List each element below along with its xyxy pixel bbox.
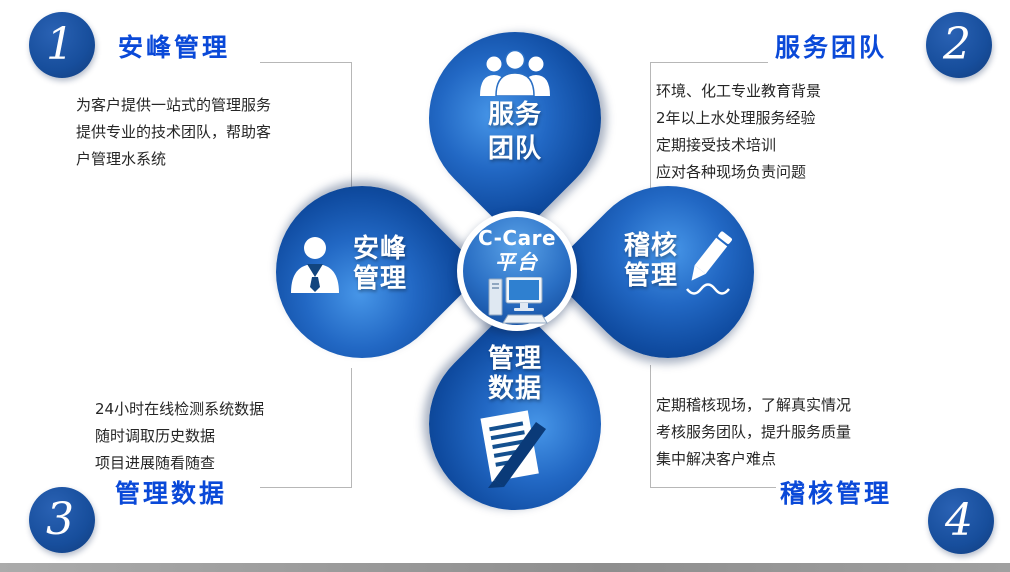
- desc-line: 2年以上水处理服务经验: [656, 109, 816, 127]
- desc-line: 24小时在线检测系统数据: [95, 400, 265, 418]
- corner-circle-2: 2: [926, 12, 992, 78]
- desc-line: 随时调取历史数据: [95, 427, 216, 445]
- connector-line-top-left-v: [351, 62, 352, 195]
- desc-bottom-left: 24小时在线检测系统数据 随时调取历史数据 项目进展随看随查: [95, 396, 264, 477]
- desc-line: 项目进展随看随查: [95, 454, 216, 472]
- desc-line: 集中解决客户难点: [656, 450, 777, 468]
- corner-number-3: 3: [46, 494, 74, 545]
- desc-line: 定期稽核现场，了解真实情况: [656, 396, 852, 414]
- footer-bar: [0, 563, 1010, 572]
- connector-line-top-right-v: [650, 62, 651, 190]
- connector-line-bottom-left-h: [260, 487, 352, 488]
- center-platform-circle: C-Care 平台: [457, 211, 577, 331]
- desc-line: 环境、化工专业教育背景: [656, 82, 822, 100]
- pencil-icon: [686, 231, 732, 295]
- desc-line: 提供专业的技术团队，帮助客: [76, 123, 272, 141]
- desc-top-left: 为客户提供一站式的管理服务 提供专业的技术团队，帮助客 户管理水系统: [76, 92, 271, 173]
- center-subtitle: 平台: [495, 250, 539, 274]
- petal-top-content: 服务 团队: [450, 50, 580, 164]
- petal-top-label-2: 团队: [487, 134, 542, 164]
- corner-circle-3: 3: [29, 487, 95, 553]
- corner-circle-4: 4: [928, 488, 994, 554]
- petal-right-content: 稽核 管理: [624, 231, 737, 299]
- heading-top-left: 安峰管理: [118, 33, 231, 62]
- corner-number-2: 2: [943, 19, 971, 70]
- corner-number-1: 1: [46, 19, 74, 70]
- connector-line-bottom-right-h: [650, 487, 776, 488]
- heading-top-right: 服务团队: [775, 33, 888, 62]
- document-icon: [480, 410, 546, 488]
- center-title: C-Care: [477, 226, 557, 250]
- corner-number-4: 4: [945, 495, 973, 546]
- connector-line-bottom-right-v: [650, 365, 651, 488]
- petal-left-content: 安峰 管理: [286, 234, 407, 294]
- desc-line: 应对各种现场负责问题: [656, 163, 807, 181]
- petal-bottom-content: 管理 数据: [450, 344, 580, 488]
- person-icon: [291, 237, 339, 293]
- desc-line: 定期接受技术培训: [656, 136, 777, 154]
- computer-icon: [488, 277, 548, 324]
- desc-line: 考核服务团队，提升服务质量: [656, 423, 852, 441]
- petal-right-label-2: 管理: [624, 261, 679, 291]
- corner-circle-1: 1: [29, 12, 95, 78]
- petal-left-label-2: 管理: [353, 264, 408, 294]
- team-icon: [480, 50, 550, 96]
- connector-line-top-right-h: [650, 62, 768, 63]
- desc-top-right: 环境、化工专业教育背景 2年以上水处理服务经验 定期接受技术培训 应对各种现场负…: [656, 78, 821, 186]
- desc-line: 户管理水系统: [76, 150, 167, 168]
- center-platform-inner: C-Care 平台: [463, 217, 571, 325]
- desc-line: 为客户提供一站式的管理服务: [76, 96, 272, 114]
- heading-bottom-right: 稽核管理: [780, 479, 893, 508]
- petal-bottom-label-1: 管理: [487, 344, 542, 374]
- connector-line-top-left-h: [260, 62, 352, 63]
- desc-bottom-right: 定期稽核现场，了解真实情况 考核服务团队，提升服务质量 集中解决客户难点: [656, 392, 851, 473]
- connector-line-bottom-left-v: [351, 368, 352, 488]
- petal-top-label-1: 服务: [487, 100, 542, 130]
- petal-bottom-label-2: 数据: [487, 374, 542, 404]
- petal-left-label-1: 安峰: [353, 234, 408, 264]
- petal-right-label-1: 稽核: [624, 231, 679, 261]
- heading-bottom-left: 管理数据: [115, 479, 228, 508]
